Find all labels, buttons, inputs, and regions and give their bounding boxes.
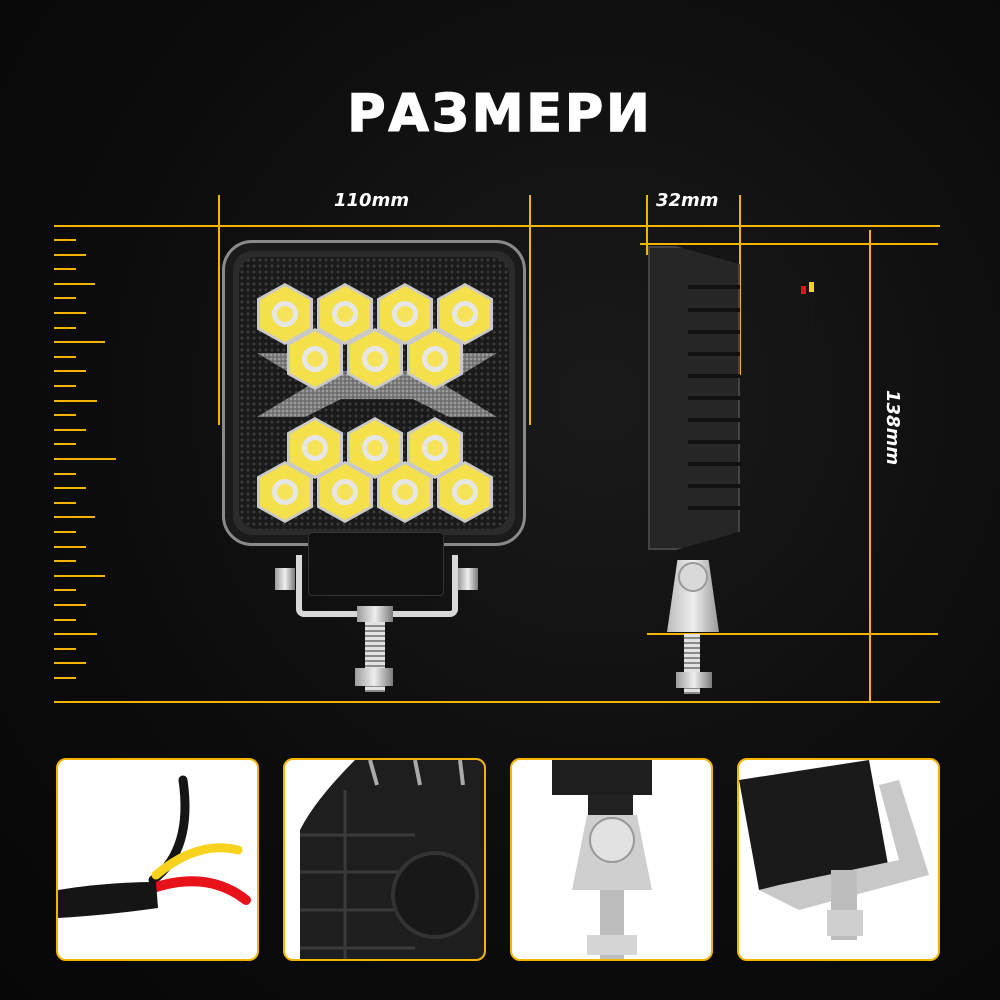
guide-height-vertical bbox=[869, 230, 871, 702]
ruler-tick bbox=[54, 531, 76, 533]
ruler-tick bbox=[54, 647, 76, 650]
thumbnail-mount-angle bbox=[737, 758, 940, 961]
side-bolt-nut bbox=[676, 672, 712, 688]
guide-width-right bbox=[529, 195, 531, 425]
housing-fins-icon bbox=[300, 760, 484, 959]
wire-yellow-tip bbox=[809, 282, 814, 292]
ruler-tick bbox=[54, 370, 86, 373]
cable-wires-icon bbox=[58, 775, 251, 918]
depth-label: 32mm bbox=[656, 190, 719, 211]
ruler-tick bbox=[54, 604, 86, 606]
ruler-tick bbox=[54, 487, 86, 490]
ruler-tick bbox=[54, 516, 95, 519]
thumbnail-cable bbox=[56, 758, 259, 961]
ruler-tick bbox=[54, 268, 76, 271]
ruler-tick bbox=[54, 618, 76, 621]
side-fin bbox=[688, 440, 740, 444]
side-fin bbox=[688, 285, 740, 289]
thumbnail-housing bbox=[283, 758, 486, 961]
side-fin bbox=[688, 506, 740, 510]
mount-bracket-angle-icon bbox=[739, 760, 929, 940]
led-icon bbox=[407, 328, 463, 390]
ruler-tick bbox=[54, 443, 76, 446]
ruler-tick bbox=[54, 428, 86, 431]
ruler-tick bbox=[54, 312, 86, 314]
ruler-tick bbox=[54, 589, 76, 592]
ruler-tick bbox=[54, 282, 95, 285]
mount-bracket-side-icon bbox=[552, 760, 652, 959]
guide-line-top bbox=[54, 225, 940, 227]
ruler-tick bbox=[54, 341, 105, 344]
ruler-tick bbox=[54, 677, 76, 679]
ruler-tick bbox=[54, 574, 105, 577]
ruler-tick bbox=[54, 355, 76, 358]
mount-block bbox=[308, 532, 444, 596]
ruler-tick bbox=[54, 662, 86, 665]
side-fin bbox=[688, 330, 740, 334]
ruler-tick bbox=[54, 297, 76, 300]
front-bracket-nut-left bbox=[275, 568, 295, 590]
cable-knot bbox=[774, 330, 824, 410]
wire-red-tip bbox=[801, 286, 806, 294]
side-fin bbox=[688, 418, 740, 422]
front-bracket-nut-right bbox=[458, 568, 478, 590]
page-title: РАЗМЕРИ bbox=[347, 83, 653, 145]
side-bolt-head bbox=[678, 562, 708, 592]
ruler-tick bbox=[54, 253, 86, 256]
side-fin bbox=[688, 352, 740, 356]
height-label: 138mm bbox=[882, 390, 903, 466]
guide-width-left bbox=[218, 195, 220, 425]
guide-side-top bbox=[640, 243, 938, 245]
led-icon bbox=[287, 328, 343, 390]
side-fin bbox=[688, 462, 740, 466]
side-fin bbox=[688, 396, 740, 400]
front-bolt-head bbox=[357, 606, 393, 622]
ruler-tick bbox=[54, 633, 97, 636]
width-label: 110mm bbox=[334, 190, 410, 211]
ruler-tick bbox=[54, 545, 86, 548]
ruler-tick bbox=[54, 501, 76, 504]
ruler-tick bbox=[54, 472, 76, 475]
cable-end bbox=[796, 290, 816, 340]
led-icon bbox=[347, 328, 403, 390]
ruler-tick bbox=[54, 326, 76, 329]
power-cable bbox=[740, 395, 810, 475]
guide-side-bottom bbox=[647, 633, 938, 635]
side-fin bbox=[688, 484, 740, 488]
ruler-tick bbox=[54, 385, 76, 387]
ruler-tick bbox=[54, 560, 76, 563]
guide-line-bottom bbox=[54, 701, 940, 703]
ruler-tick bbox=[54, 414, 76, 417]
ruler-tick bbox=[54, 399, 97, 402]
guide-depth-left bbox=[646, 195, 648, 255]
ruler-tick bbox=[54, 458, 116, 460]
side-fin bbox=[688, 308, 740, 312]
thumbnail-mount-side bbox=[510, 758, 713, 961]
front-bolt-nut bbox=[355, 668, 393, 686]
front-view-light bbox=[222, 240, 526, 546]
guide-depth-right bbox=[739, 195, 741, 375]
side-fin bbox=[688, 374, 740, 378]
ruler-tick bbox=[54, 239, 76, 241]
